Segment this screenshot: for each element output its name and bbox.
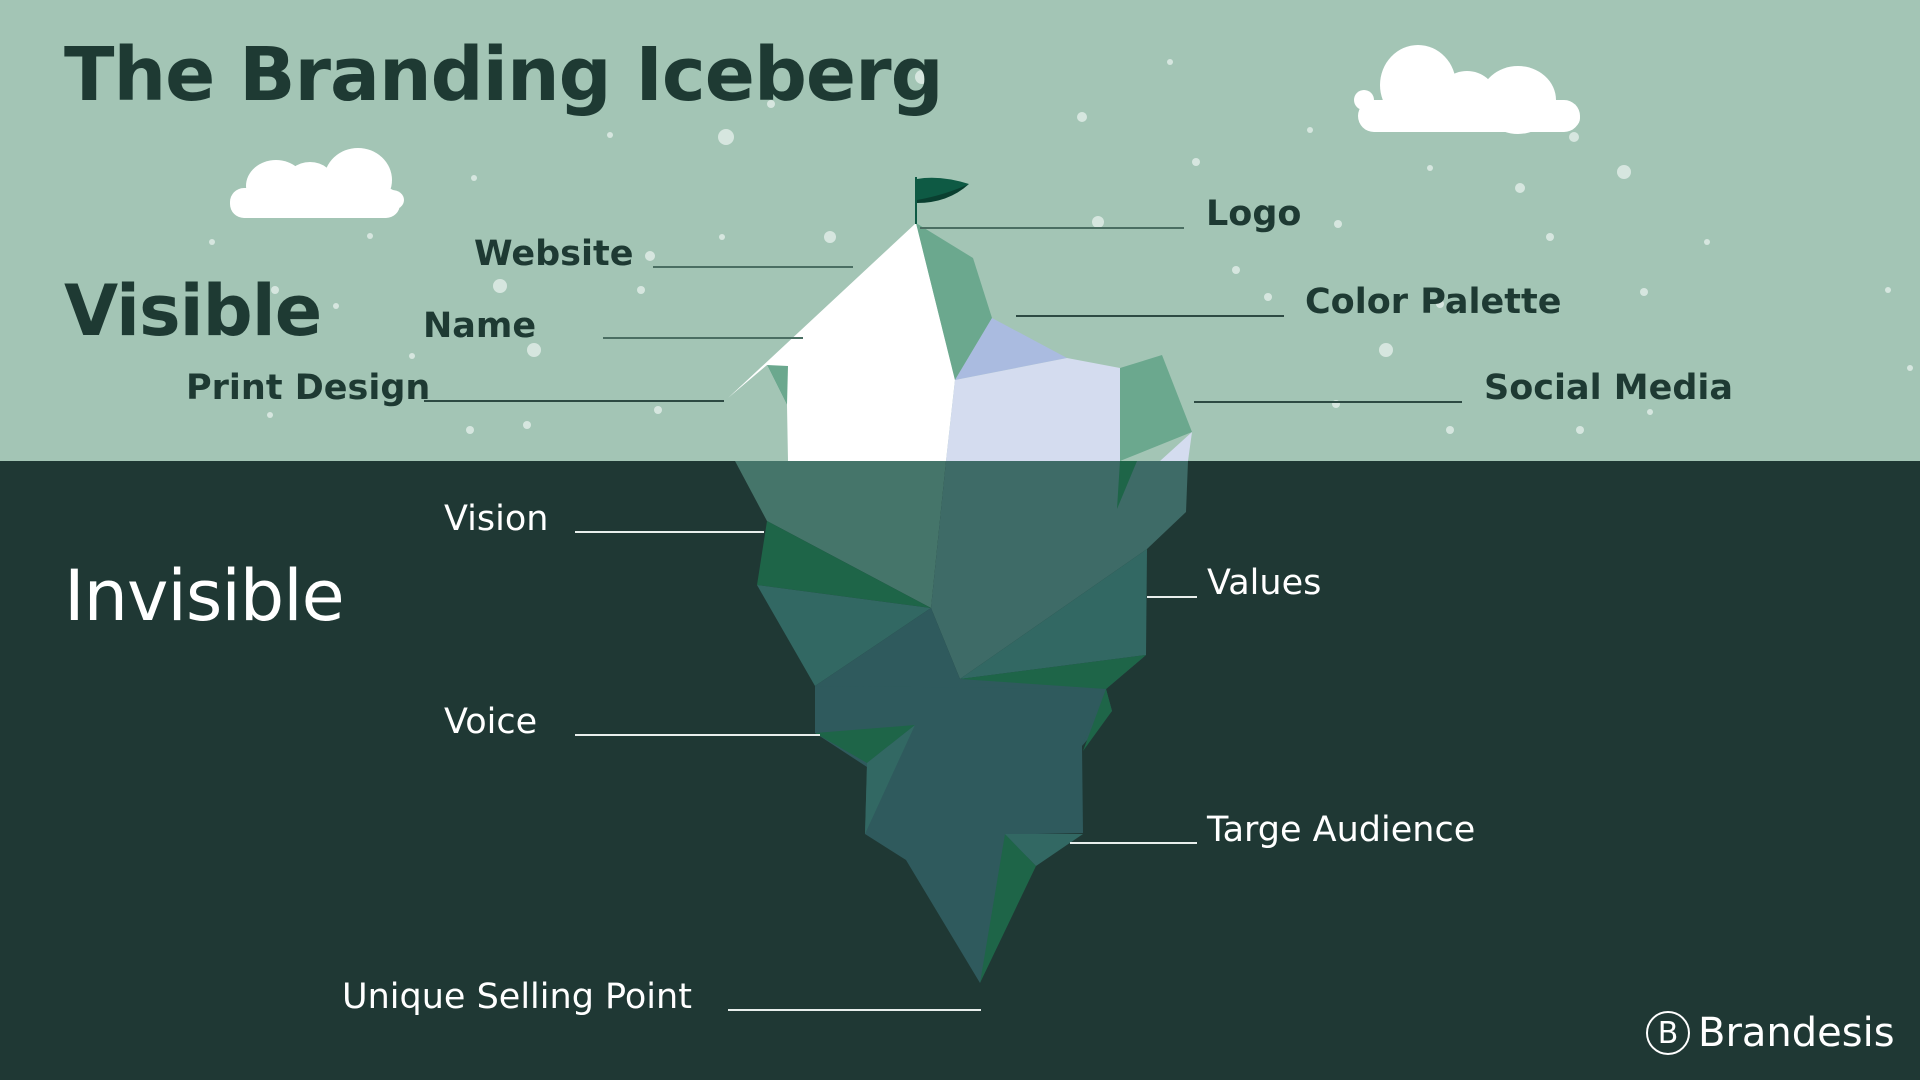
- page-title: The Branding Iceberg: [64, 32, 944, 118]
- snow-dots: [209, 59, 1913, 434]
- label-color-palette: Color Palette: [1305, 282, 1562, 322]
- cloud-right: [1354, 45, 1580, 134]
- visible-section-label: Visible: [64, 270, 322, 352]
- label-unique-selling-point: Unique Selling Point: [342, 977, 692, 1017]
- iceberg-under-water: [735, 461, 1188, 983]
- label-name: Name: [423, 306, 537, 346]
- brand-logo: B Brandesis: [1646, 1010, 1895, 1056]
- label-voice: Voice: [444, 702, 538, 742]
- label-values: Values: [1207, 563, 1322, 603]
- label-logo: Logo: [1206, 194, 1302, 234]
- brand-mark-icon: B: [1646, 1011, 1690, 1055]
- label-print-design: Print Design: [186, 368, 431, 408]
- label-target-audience: Targe Audience: [1207, 810, 1476, 850]
- label-social-media: Social Media: [1484, 368, 1734, 408]
- cloud-left: [230, 148, 404, 218]
- label-website: Website: [474, 234, 634, 274]
- label-vision: Vision: [444, 499, 549, 539]
- leader-lines: [424, 227, 1462, 1011]
- brand-name: Brandesis: [1698, 1010, 1895, 1056]
- iceberg-above-water: [728, 177, 1192, 461]
- invisible-section-label: Invisible: [64, 555, 345, 637]
